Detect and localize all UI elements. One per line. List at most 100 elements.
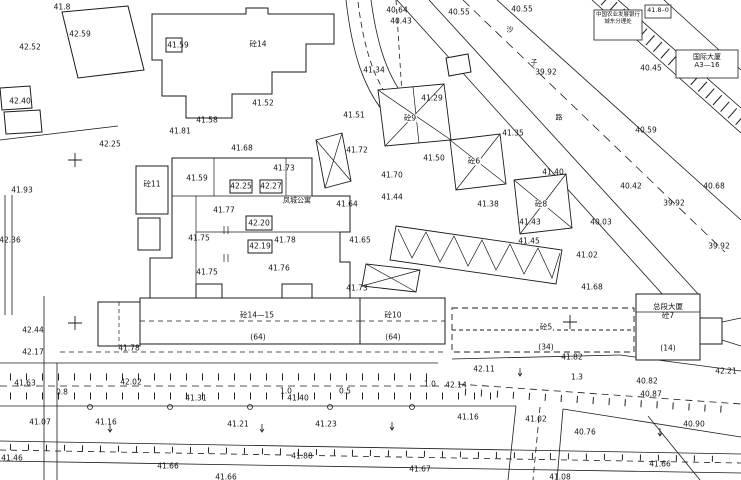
spot-elevation-label: 41.68 bbox=[231, 143, 253, 153]
building-outlines bbox=[0, 5, 723, 361]
spot-elevation-label: 40.42 bbox=[620, 181, 642, 191]
spot-elevation-label: 41.63 bbox=[14, 378, 36, 388]
spot-elevation-label: 41.67 bbox=[409, 464, 431, 474]
spot-elevation-label: 42.11 bbox=[473, 364, 495, 374]
zongduan-name: 总段大厦 bbox=[653, 302, 683, 311]
spot-elevation-label: 41.23 bbox=[315, 419, 337, 429]
spot-elevation-label: 41.58 bbox=[196, 115, 218, 125]
spot-elevation-label: (34) bbox=[538, 342, 554, 352]
spot-elevation-label: 40.87 bbox=[640, 389, 662, 399]
spot-elevation-label: 40.45 bbox=[640, 63, 662, 73]
spot-elevation-label: 1.3 bbox=[571, 372, 583, 382]
spot-elevation-label: 41.46 bbox=[1, 453, 23, 463]
spot-elevation-label: 41.81 bbox=[169, 126, 191, 136]
spot-elevation-label: 41.31 bbox=[185, 393, 207, 403]
spot-elevation-label: 41.59 bbox=[186, 173, 208, 183]
spot-elevation-label: 42.36 bbox=[0, 235, 21, 245]
spot-elevation-label: 1.0 bbox=[280, 386, 292, 396]
road-name-char: 路 bbox=[555, 113, 563, 122]
building-label: 砼14 bbox=[248, 39, 268, 49]
spot-elevation-label: 41.75 bbox=[188, 233, 210, 243]
road-name-char: 沙 bbox=[506, 25, 514, 34]
spot-elevation-label: 42.19 bbox=[249, 241, 271, 251]
spot-elevation-label: 41.07 bbox=[29, 417, 51, 427]
corner-elevation-box: 41.8–0 bbox=[647, 6, 669, 14]
zongduan-building-label: 总段大厦 砼7 bbox=[638, 302, 698, 320]
spot-elevation-label: 41.73 bbox=[346, 283, 368, 293]
spot-elevation-label: 42.14 bbox=[445, 380, 467, 390]
spot-elevation-label: 40.90 bbox=[683, 419, 705, 429]
road-name-char: 子 bbox=[530, 58, 538, 67]
building-label: 砼5 bbox=[538, 322, 554, 332]
spot-elevation-label: 39.92 bbox=[535, 67, 557, 77]
spot-elevation-label: 42.52 bbox=[19, 42, 41, 52]
bank-label-box: 中国农业发展银行 城东分理处 bbox=[594, 12, 642, 25]
intl-building-name: 国际大厦 bbox=[693, 53, 721, 61]
spot-elevation-label: (14) bbox=[660, 343, 676, 353]
spot-elevation-label: 41.59 bbox=[167, 40, 189, 50]
spot-elevation-label: 41.35 bbox=[502, 128, 524, 138]
spot-elevation-label: 40.43 bbox=[390, 16, 412, 26]
spot-elevation-label: 41.65 bbox=[349, 235, 371, 245]
spot-elevation-label: 42.59 bbox=[69, 29, 91, 39]
spot-elevation-label: 41.82 bbox=[561, 352, 583, 362]
spot-elevation-label: 42.44 bbox=[22, 325, 44, 335]
spot-elevation-label: 41.66 bbox=[157, 461, 179, 471]
spot-elevation-label: 41.68 bbox=[581, 282, 603, 292]
spot-elevation-label: 1.0 bbox=[424, 379, 436, 389]
spot-elevation-label: 41.8 bbox=[53, 2, 71, 12]
spot-elevation-label: 40.55 bbox=[448, 7, 470, 17]
spot-elevation-label: 41.73 bbox=[273, 163, 295, 173]
spot-elevation-label: 40.76 bbox=[574, 427, 596, 437]
spot-elevation-label: 41.66 bbox=[215, 472, 237, 480]
spot-elevation-label: (64) bbox=[250, 332, 266, 342]
spot-elevation-label: 40.03 bbox=[590, 217, 612, 227]
spot-elevation-label: 42.21 bbox=[715, 366, 737, 376]
roadside-tick-marks bbox=[9, 373, 736, 462]
bank-name: 中国农业发展银行 bbox=[595, 12, 640, 18]
building-detail-lines bbox=[118, 158, 741, 347]
spot-elevation-label: 41.02 bbox=[576, 250, 598, 260]
place-name-label: 凤城公寓 bbox=[283, 196, 311, 205]
label-boxes bbox=[593, 4, 739, 79]
spot-elevation-label: 41.78 bbox=[274, 235, 296, 245]
spot-elevation-label: 41.66 bbox=[649, 459, 671, 469]
spot-elevation-label: 41.16 bbox=[95, 417, 117, 427]
spot-elevation-label: 41.45 bbox=[518, 236, 540, 246]
building-label: 砼11 bbox=[142, 179, 162, 189]
intl-building-code: A3—16 bbox=[694, 61, 720, 70]
spot-elevation-label: 41.75 bbox=[196, 267, 218, 277]
spot-elevation-label: (64) bbox=[385, 332, 401, 342]
spot-elevation-label: 41.43 bbox=[519, 217, 541, 227]
spot-elevation-label: 42.25 bbox=[99, 139, 121, 149]
spot-elevation-label: 42.02 bbox=[120, 377, 142, 387]
spot-elevation-label: 41.16 bbox=[457, 412, 479, 422]
zongduan-material: 砼7 bbox=[661, 311, 675, 320]
building-label: 砼8 bbox=[533, 199, 549, 209]
spot-elevation-label: 41.88 bbox=[291, 451, 313, 461]
spot-elevation-label: 42.27 bbox=[260, 181, 282, 191]
spot-elevation-label: 40.64 bbox=[386, 5, 408, 15]
spot-elevation-label: 41.02 bbox=[525, 414, 547, 424]
spot-elevation-label: 42.25 bbox=[230, 181, 252, 191]
spot-elevation-label: 40.68 bbox=[703, 181, 725, 191]
spot-elevation-label: 42.40 bbox=[9, 96, 31, 106]
spot-elevation-label: 41.08 bbox=[549, 472, 571, 480]
spot-elevation-label: 41.52 bbox=[252, 98, 274, 108]
building-label: 砼9 bbox=[402, 113, 418, 123]
spot-elevation-label: 41.76 bbox=[268, 263, 290, 273]
spot-elevation-label: 41.29 bbox=[421, 93, 443, 103]
spot-elevation-label: 42.20 bbox=[248, 218, 270, 228]
spot-elevation-label: 39.92 bbox=[708, 241, 730, 251]
spot-elevation-label: 41.21 bbox=[227, 419, 249, 429]
spot-elevation-label: 42.17 bbox=[22, 347, 44, 357]
spot-elevation-label: 41.51 bbox=[343, 110, 365, 120]
spot-elevation-label: 41.38 bbox=[477, 199, 499, 209]
spot-elevation-label: 41.72 bbox=[346, 145, 368, 155]
international-building-box: 国际大厦 A3—16 bbox=[676, 53, 738, 70]
building-label: 砼6 bbox=[466, 156, 482, 166]
